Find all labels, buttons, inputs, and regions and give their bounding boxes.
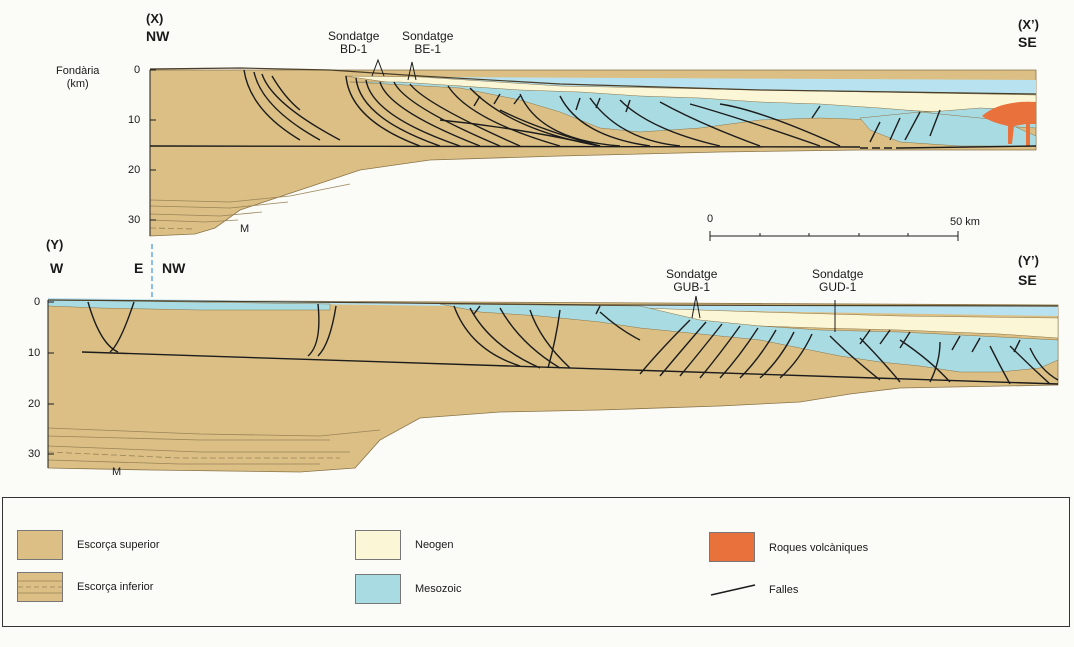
legend-label-neogen: Neogen: [415, 539, 454, 551]
section-y-faults: [81, 301, 1059, 385]
section-x-volcanic-rocks: [982, 101, 1036, 146]
scale-end-label: 50 km: [950, 216, 980, 228]
section-x-depth-tick-30: 30: [128, 214, 141, 226]
section-x-surface: [149, 67, 1037, 95]
section-y-depth-tick-0: 0: [34, 296, 41, 308]
section-y-right-direction: SE: [1018, 272, 1037, 288]
section-y-wells: [691, 295, 836, 332]
section-y-depth-tick-30: 30: [28, 448, 41, 460]
section-y-left-direction: W: [50, 260, 64, 276]
section-x-depth-axis: [149, 69, 156, 236]
section-x-depth-tick-10: 10: [128, 114, 141, 126]
section-y-depth-axis: [47, 300, 54, 468]
fault-line-icon: [710, 584, 756, 596]
neogen-swatch: [355, 530, 401, 560]
section-x-lower-crust: [149, 183, 351, 230]
section-y-left-letter: (Y): [46, 237, 64, 252]
section-y-right-letter: (Y’): [1018, 253, 1039, 268]
scale-start-label: 0: [707, 213, 714, 225]
upper-crust-swatch: [17, 530, 63, 560]
section-y-surface: [47, 299, 1059, 307]
mesozoic-swatch: [355, 574, 401, 604]
scale-bar: [709, 231, 959, 241]
section-x-left-letter: (X): [146, 11, 164, 26]
section-y-depth-tick-20: 20: [28, 398, 41, 410]
lower-crust-swatch: [17, 572, 63, 602]
section-y-moho-label: M: [112, 466, 122, 478]
section-x: [149, 58, 1037, 237]
section-x-right-letter: (X’): [1018, 17, 1039, 32]
section-x-wells: [371, 58, 417, 81]
well-gud1-label: Sondatge GUD-1: [812, 267, 864, 294]
section-y: [47, 295, 1059, 473]
legend-label-lower-crust: Escorça inferior: [77, 581, 154, 593]
section-y-mesozoic: [47, 299, 1059, 373]
section-x-moho-label: M: [240, 223, 250, 235]
legend-label-upper-crust: Escorça superior: [77, 539, 160, 551]
section-x-depth-tick-20: 20: [128, 164, 141, 176]
legend-label-faults: Falles: [769, 584, 799, 596]
legend: Escorça superior Escorça inferior Neogen…: [2, 497, 1070, 627]
section-x-water: [420, 77, 1036, 95]
section-y-lower-crust: [47, 427, 381, 465]
depth-axis-title: Fondària (km): [56, 65, 100, 90]
legend-label-volcanic: Roques volcàniques: [769, 542, 869, 554]
section-x-left-direction: NW: [146, 28, 170, 44]
section-y-mid-direction-e: E: [134, 260, 144, 276]
section-x-depth-tick-0: 0: [134, 64, 141, 76]
section-y-mid-direction-nw: NW: [162, 260, 186, 276]
section-y-depth-tick-10: 10: [28, 347, 41, 359]
section-x-right-direction: SE: [1018, 34, 1037, 50]
well-bd1-label: Sondatge BD-1: [328, 29, 380, 56]
legend-label-mesozoic: Mesozoic: [415, 583, 462, 595]
section-x-faults: [149, 69, 1037, 149]
volcanic-swatch: [709, 532, 755, 562]
well-gub1-label: Sondatge GUB-1: [666, 267, 718, 294]
well-be1-label: Sondatge BE-1: [402, 29, 454, 56]
cross-section-diagram: [47, 58, 1059, 473]
